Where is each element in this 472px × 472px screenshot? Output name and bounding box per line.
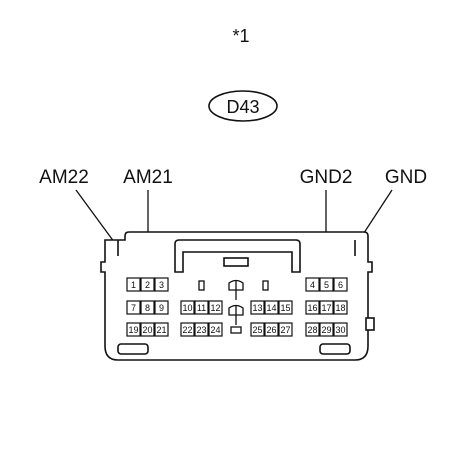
pin-cell-15 — [278, 300, 293, 315]
pin-cell-5 — [319, 277, 334, 292]
pin-number-21: 21 — [156, 325, 166, 335]
pin-number-17: 17 — [321, 303, 331, 313]
pin-number-18: 18 — [335, 303, 345, 313]
pin-cell-19 — [126, 322, 141, 337]
pin-number-23: 23 — [196, 325, 206, 335]
pin-cell-1 — [126, 277, 141, 292]
pin-number-1: 1 — [131, 280, 136, 290]
pin-cell-13 — [250, 300, 265, 315]
pin-number-30: 30 — [335, 325, 345, 335]
pin-number-5: 5 — [324, 280, 329, 290]
pin-cell-9 — [154, 300, 169, 315]
pin-number-28: 28 — [307, 325, 317, 335]
pin-cell-29 — [319, 322, 334, 337]
pin-cell-12 — [208, 300, 223, 315]
pin-cell-25 — [250, 322, 265, 337]
pin-number-26: 26 — [266, 325, 276, 335]
pin-cell-26 — [264, 322, 279, 337]
pin-cell-4 — [305, 277, 320, 292]
pin-cell-24 — [208, 322, 223, 337]
center-slot-b — [262, 280, 269, 291]
pin-number-20: 20 — [142, 325, 152, 335]
latch-housing — [174, 239, 301, 273]
pin-number-29: 29 — [321, 325, 331, 335]
pin-number-10: 10 — [182, 303, 192, 313]
callout-gnd2: GND2 — [300, 167, 353, 188]
center-key-foot — [230, 326, 242, 334]
pin-number-27: 27 — [280, 325, 290, 335]
pin-cell-7 — [126, 300, 141, 315]
callout-am21: AM21 — [123, 167, 173, 188]
pin-number-15: 15 — [280, 303, 290, 313]
callout-am22: AM22 — [39, 167, 89, 188]
pin-cell-10 — [180, 300, 195, 315]
pin-number-8: 8 — [145, 303, 150, 313]
center-keys — [198, 279, 269, 334]
pin-number-11: 11 — [197, 303, 206, 313]
pin-number-12: 12 — [210, 303, 220, 313]
pin-cell-11 — [194, 300, 209, 315]
center-slot-a — [198, 280, 205, 291]
pin-number-6: 6 — [338, 280, 343, 290]
bottom-left-key — [117, 343, 149, 355]
connector-body — [100, 231, 375, 361]
pin-cell-22 — [180, 322, 195, 337]
pin-cell-6 — [333, 277, 348, 292]
pin-number-7: 7 — [131, 303, 136, 313]
pin-number-13: 13 — [252, 303, 262, 313]
pin-cell-27 — [278, 322, 293, 337]
pin-cell-28 — [305, 322, 320, 337]
pin-number-22: 22 — [182, 325, 192, 335]
callout-gnd: GND — [385, 167, 427, 188]
latch-tab — [223, 257, 249, 267]
pin-cell-17 — [319, 300, 334, 315]
pin-number-24: 24 — [210, 325, 220, 335]
pin-number-19: 19 — [128, 325, 138, 335]
pin-number-14: 14 — [266, 303, 276, 313]
pin-cell-21 — [154, 322, 169, 337]
pin-cell-8 — [140, 300, 155, 315]
right-side-latch — [365, 317, 375, 331]
pin-number-2: 2 — [145, 280, 150, 290]
pin-number-4: 4 — [310, 280, 315, 290]
pin-cell-23 — [194, 322, 209, 337]
pin-cell-14 — [264, 300, 279, 315]
connector-id-badge: D43 — [208, 90, 278, 122]
pin-cell-3 — [154, 277, 169, 292]
pin-cell-16 — [305, 300, 320, 315]
bottom-right-key — [319, 343, 351, 355]
connector-id-oval — [208, 90, 278, 122]
connector-id-label: D43 — [226, 97, 259, 117]
pin-number-25: 25 — [252, 325, 262, 335]
figure-ref: *1 — [232, 26, 249, 46]
pin-number-9: 9 — [159, 303, 164, 313]
pin-cell-18 — [333, 300, 348, 315]
pin-cell-2 — [140, 277, 155, 292]
pin-number-3: 3 — [159, 280, 164, 290]
pin-cell-20 — [140, 322, 155, 337]
pin-cell-30 — [333, 322, 348, 337]
pin-number-16: 16 — [307, 303, 317, 313]
